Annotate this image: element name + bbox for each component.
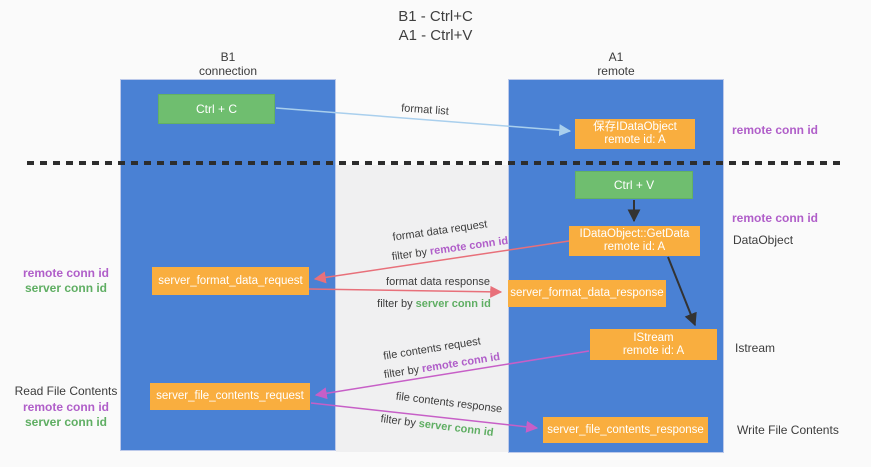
left-label-remote-conn-id-2: remote conn id: [22, 400, 109, 414]
title-line-1: B1 - Ctrl+C: [398, 8, 473, 25]
left-label-remote-conn-id-1: remote conn id: [22, 266, 109, 280]
ctrl-c-box: Ctrl + C: [158, 94, 275, 124]
save-idataobject-line1: 保存IDataObject: [593, 121, 677, 133]
server-format-data-response-box: server_format_data_response: [508, 280, 666, 307]
right-label-remote-conn-id-1: remote conn id: [732, 123, 819, 137]
title-line-2: A1 - Ctrl+V: [398, 27, 473, 44]
server-file-contents-request-box: server_file_contents_request: [150, 383, 310, 410]
getdata-line1: IDataObject::GetData: [579, 228, 690, 240]
right-label-dataobject: DataObject: [733, 233, 794, 247]
server-format-data-response-label: server_format_data_response: [510, 287, 664, 299]
left-label-server-conn-id-1: server conn id: [24, 281, 108, 295]
ctrl-v-label: Ctrl + V: [613, 178, 655, 192]
column-a1-role: remote: [597, 64, 635, 78]
column-header-b1: B1 connection: [120, 50, 336, 78]
server-format-data-request-label: server_format_data_request: [158, 274, 303, 287]
diagram-title: B1 - Ctrl+C A1 - Ctrl+V: [0, 7, 871, 45]
column-b1-role: connection: [198, 64, 258, 78]
save-idataobject-box: 保存IDataObject remote id: A: [575, 119, 695, 149]
filter-prefix: filter by: [377, 298, 413, 310]
left-label-read-file-contents: Read File Contents: [14, 384, 118, 398]
column-header-a1: A1 remote: [508, 50, 724, 78]
istream-box: IStream remote id: A: [590, 329, 717, 360]
column-b1-name: B1: [220, 50, 236, 64]
ctrl-v-box: Ctrl + V: [575, 171, 693, 199]
server-conn-id-keyword: server conn id: [415, 298, 491, 310]
right-label-istream: Istream: [735, 341, 776, 355]
column-a1-name: A1: [608, 50, 624, 64]
server-format-data-request-box: server_format_data_request: [152, 267, 309, 295]
left-label-server-conn-id-2: server conn id: [24, 415, 108, 429]
right-label-remote-conn-id-2: remote conn id: [732, 211, 819, 225]
server-file-contents-request-label: server_file_contents_request: [156, 390, 304, 402]
getdata-line2: remote id: A: [603, 241, 666, 253]
right-label-write-file-contents: Write File Contents: [737, 423, 839, 437]
save-idataobject-line2: remote id: A: [604, 134, 666, 146]
server-file-contents-response-box: server_file_contents_response: [543, 417, 708, 443]
format-list-label: format list: [400, 102, 450, 118]
idataobject-getdata-box: IDataObject::GetData remote id: A: [569, 226, 700, 256]
ctrl-c-label: Ctrl + C: [195, 102, 237, 116]
istream-line2: remote id: A: [622, 344, 685, 357]
format-data-response-label: format data response: [386, 276, 490, 288]
istream-line1: IStream: [633, 331, 674, 344]
server-file-contents-response-label: server_file_contents_response: [547, 423, 704, 436]
